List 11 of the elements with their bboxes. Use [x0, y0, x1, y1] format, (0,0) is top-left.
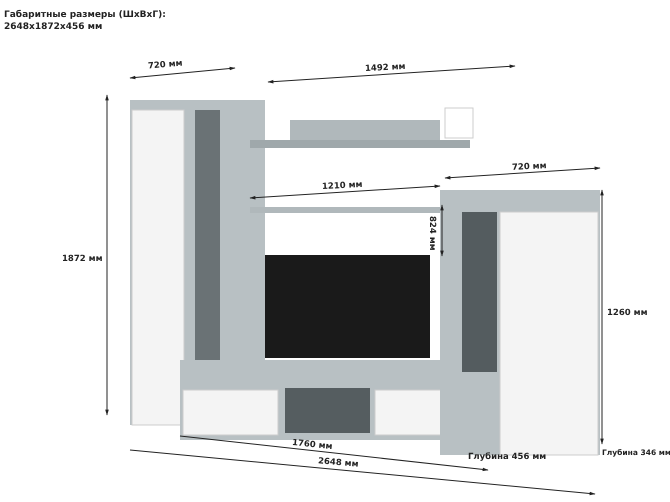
dimension-label: 1260 мм [607, 308, 648, 318]
dimension-label: Глубина 456 мм [468, 452, 546, 462]
dimension-label: 720 мм [148, 58, 183, 72]
dimension-label: 1760 мм [292, 438, 333, 452]
dimension-label: 1872 мм [62, 254, 103, 264]
dimension-label: 720 мм [512, 161, 547, 173]
dimension-label: 824 мм [427, 216, 437, 251]
heading: Габаритные размеры (ШхВхГ): 2648х1872х456 мм [4, 10, 167, 34]
dimension-label: 1492 мм [364, 62, 406, 74]
dimension-label: 2648 мм [318, 456, 359, 470]
dimension-label: 1210 мм [322, 180, 363, 192]
